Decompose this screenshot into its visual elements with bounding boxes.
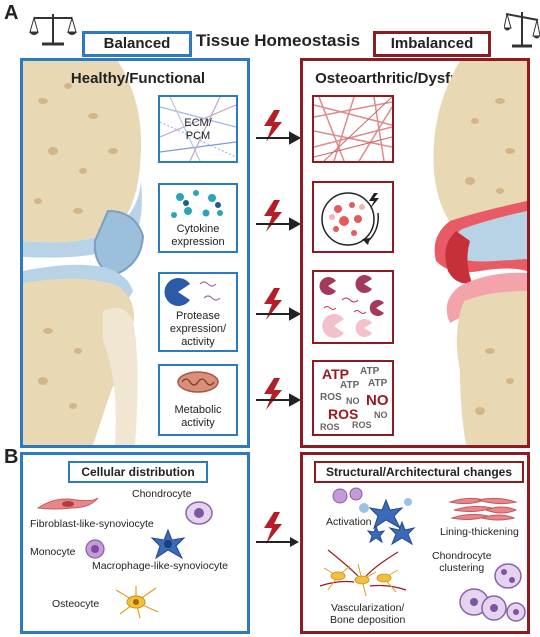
activation-cells-icon — [332, 487, 416, 546]
macrophage-icon — [150, 528, 186, 560]
atp-small-1: ATP — [360, 366, 380, 377]
lightning-icon — [264, 378, 282, 410]
protease-pacman-icon — [164, 278, 221, 306]
atp-small-3: ATP — [368, 378, 388, 389]
no-small-2: NO — [374, 410, 388, 420]
oa-cytokine-box — [312, 181, 394, 253]
ecm-fibers-icon — [159, 96, 237, 162]
protease-pacman-icon — [319, 275, 384, 338]
imbalanced-scale-icon — [504, 12, 540, 48]
clustering-label: Chondrocyte clustering — [432, 550, 492, 574]
activation-label: Activation — [326, 516, 372, 528]
lightning-icon — [264, 512, 282, 544]
transition-arrows — [256, 110, 300, 410]
lining-thickening-icon — [448, 497, 518, 521]
ros-small-2: ROS — [352, 420, 372, 430]
atp-small-2: ATP — [340, 380, 360, 391]
ros-small-1: ROS — [320, 392, 342, 403]
monocyte-icon — [85, 539, 105, 559]
metabolic-label: Metabolic activity — [174, 404, 222, 429]
protease-box: Protease expression/ activity — [158, 272, 238, 352]
cellular-panel — [20, 452, 250, 634]
healthy-panel — [20, 58, 250, 448]
vascularization-label: Vascularization/ Bone deposition — [330, 602, 406, 626]
oa-panel — [300, 58, 530, 448]
panel-a-letter: A — [4, 2, 19, 24]
lightning-icon — [264, 288, 282, 320]
oa-metabolic-box: ATP ATP ATP ATP ROS NO NO ROS NO ROS ROS — [312, 360, 394, 436]
cytokine-burst-icon — [321, 192, 379, 246]
fibroblast-label: Fibroblast-like-synoviocyte — [30, 518, 154, 530]
panel-b-letter: B — [4, 446, 19, 468]
fibroblast-icon — [36, 497, 99, 510]
cytokine-label: Cytokine expression — [171, 223, 225, 248]
cellular-distribution-title: Cellular distribution — [68, 461, 208, 483]
balance-scale-icon — [29, 14, 77, 46]
ros-small-3: ROS — [320, 422, 340, 432]
ecm-box: ECM/ PCM — [158, 95, 238, 163]
structural-changes-title: Structural/Architectural changes — [314, 461, 524, 483]
healthy-title: Healthy/Functional — [70, 70, 206, 87]
degraded-ecm-icon — [313, 96, 393, 162]
macrophage-label: Macrophage-like-synoviocyte — [92, 560, 228, 572]
metabolic-box: Metabolic activity — [158, 364, 238, 436]
mitochondria-icon — [177, 371, 219, 393]
oa-ecm-box — [312, 95, 394, 163]
chondrocyte-label: Chondrocyte — [132, 488, 192, 500]
no-large: NO — [366, 392, 389, 409]
panel-b-arrow — [256, 512, 299, 547]
lightning-icon — [264, 200, 282, 232]
lining-label: Lining-thickening — [440, 526, 519, 538]
protease-label: Protease expression/ activity — [169, 310, 227, 348]
vascularization-icon — [319, 549, 407, 597]
oa-protease-box — [312, 270, 394, 344]
osteocyte-label: Osteocyte — [52, 598, 100, 610]
lightning-icon — [264, 110, 282, 142]
cytokine-box: Cytokine expression — [158, 183, 238, 253]
ros-large: ROS — [328, 406, 359, 422]
ecm-label: ECM/ PCM — [184, 117, 212, 142]
osteocyte-icon — [115, 586, 159, 619]
chondrocyte-cluster-icon — [459, 563, 526, 622]
structural-panel — [300, 452, 530, 634]
page-title: Tissue Homeostasis — [196, 31, 361, 50]
no-small-1: NO — [346, 396, 360, 406]
atp-large: ATP — [322, 366, 349, 382]
balanced-label: Balanced — [82, 31, 192, 57]
oa-joint-illustration — [433, 61, 527, 445]
chondrocyte-icon — [185, 501, 213, 525]
monocyte-label: Monocyte — [30, 546, 76, 558]
healthy-joint-illustration — [23, 61, 145, 445]
cytokine-dots-icon — [171, 190, 223, 218]
imbalanced-label: Imbalanced — [373, 31, 491, 57]
